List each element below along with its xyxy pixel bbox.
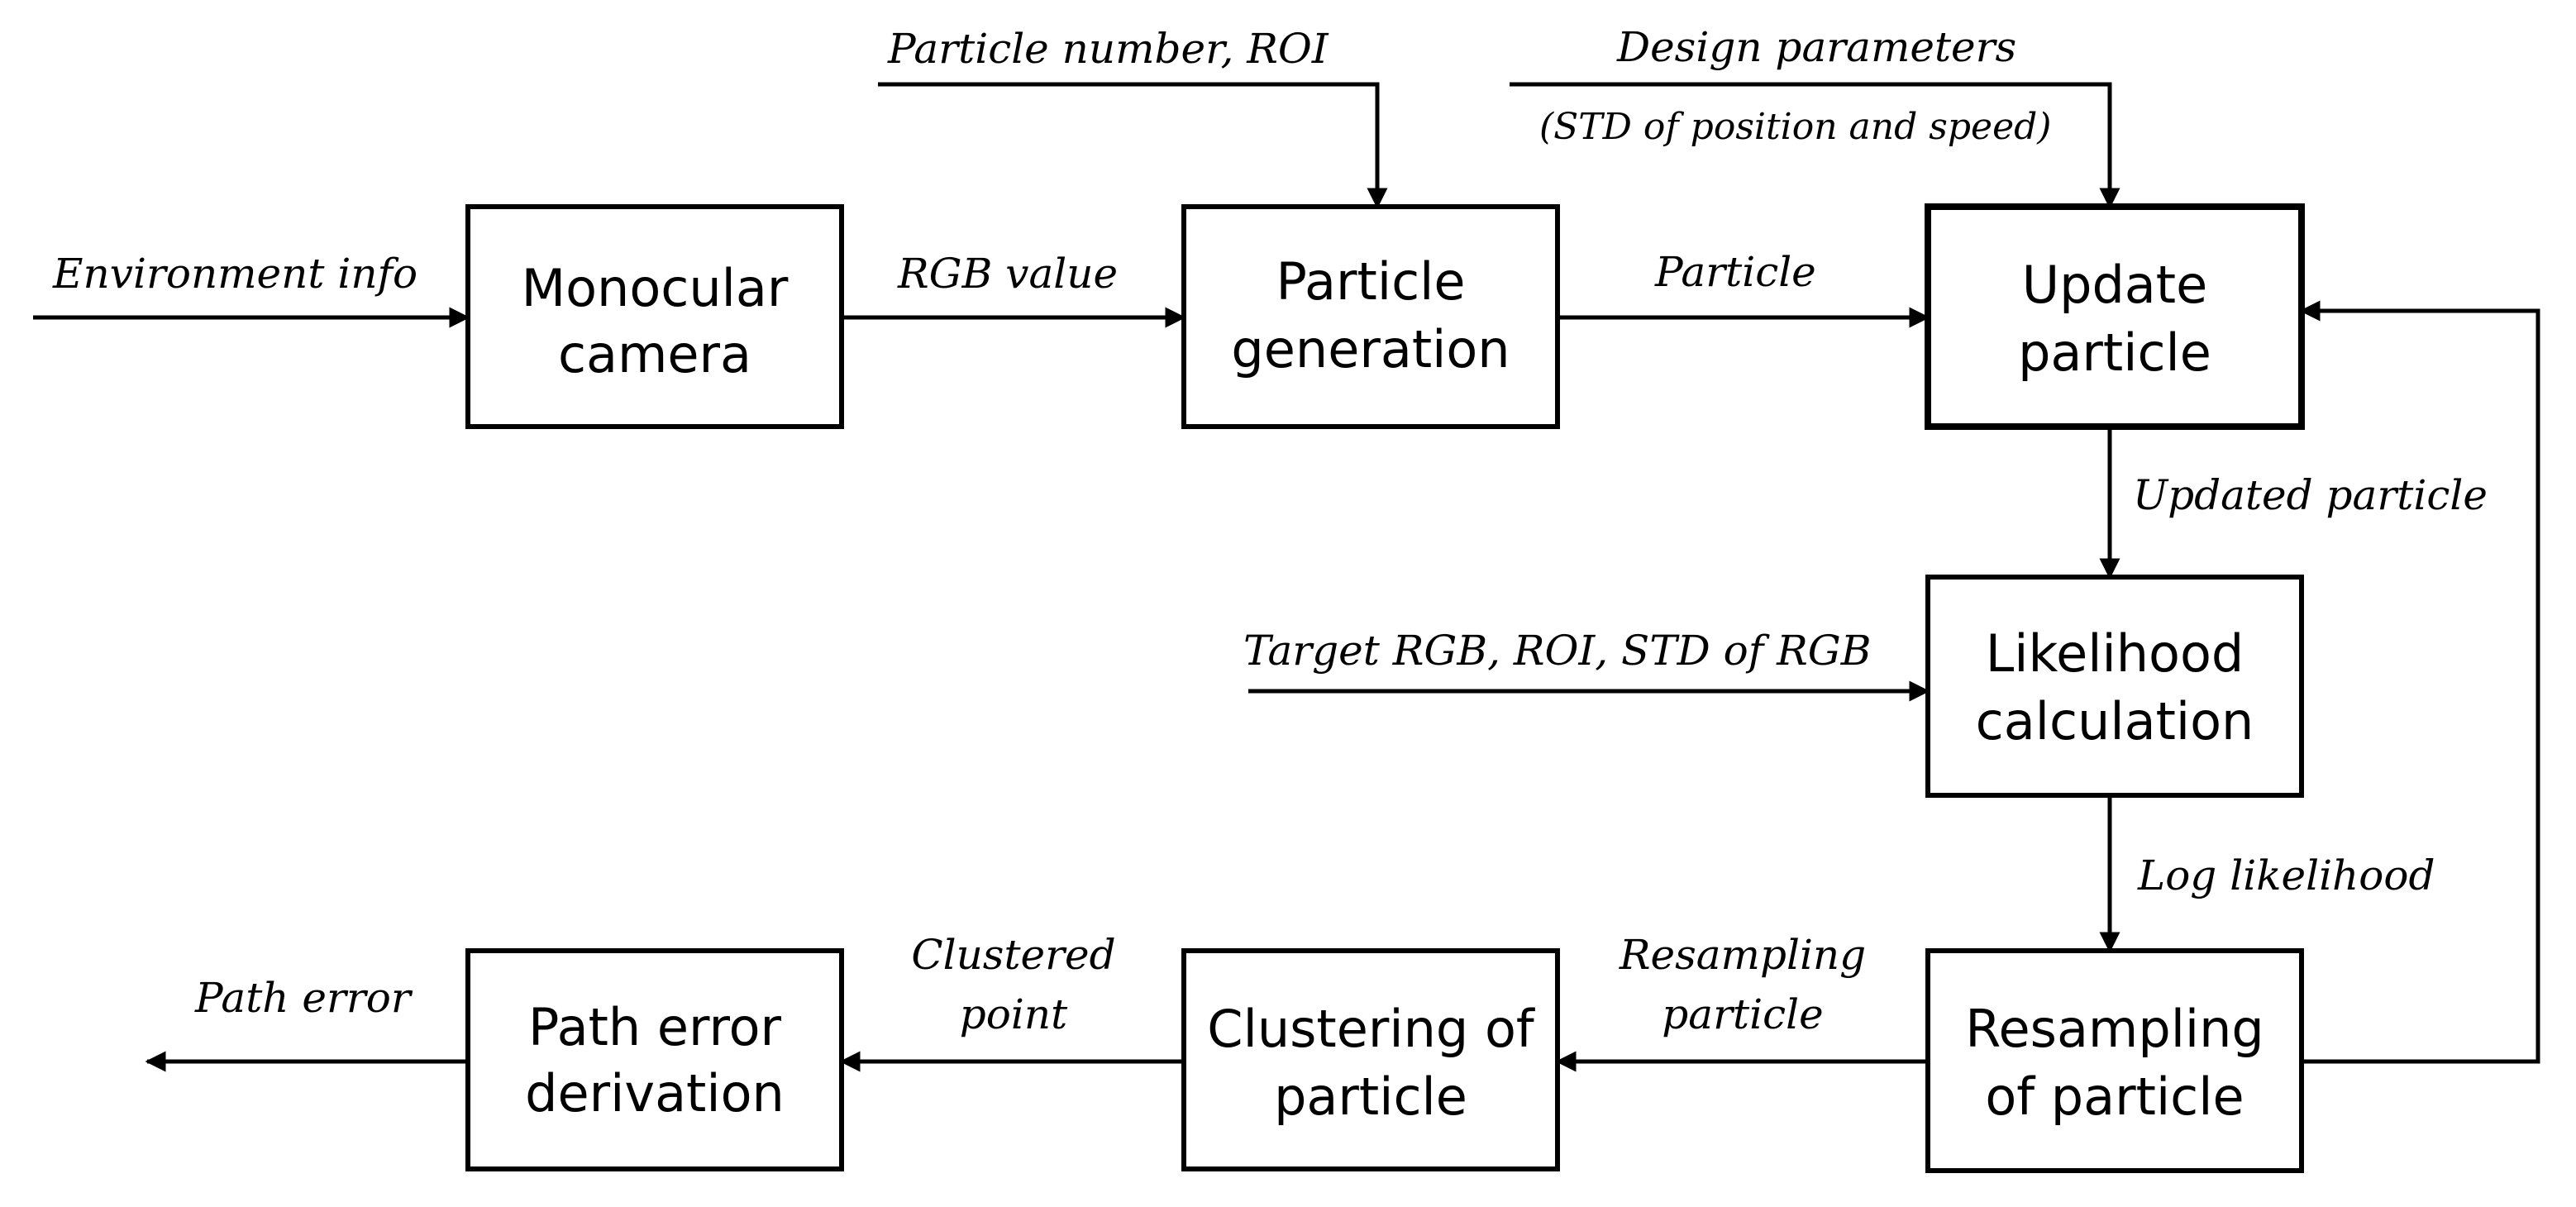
- clustering-of-particle-label-line2: particle: [1274, 1066, 1467, 1127]
- particle-number-roi-arrow: [878, 82, 1388, 209]
- path-error-derivation-label-line1: Path error: [528, 997, 782, 1057]
- likelihood-calculation-label-line2: calculation: [1976, 691, 2254, 751]
- updated-particle-label: Updated particle: [2133, 471, 2488, 519]
- path-error-label: Path error: [194, 974, 413, 1022]
- rgb-value-label: RGB value: [897, 250, 1118, 298]
- design-parameters-arrow: [1510, 82, 2120, 209]
- resampling-particle-label-line2: particle: [1662, 990, 1823, 1038]
- feedback-loop-arrow: [2299, 300, 2540, 1064]
- likelihood-calculation-label-line1: Likelihood: [1986, 623, 2244, 684]
- update-particle-box: Update particle: [1925, 203, 2305, 430]
- resampling-of-particle-label-line2: of particle: [1985, 1066, 2244, 1127]
- monocular-camera-box: Monocular camera: [465, 204, 844, 429]
- path-error-derivation-label-line2: derivation: [525, 1063, 785, 1124]
- design-parameters-detail-label: (STD of position and speed): [1539, 106, 2051, 148]
- resampling-of-particle-label-line1: Resampling: [1965, 999, 2264, 1059]
- resampling-of-particle-box: Resampling of particle: [1925, 948, 2304, 1173]
- update-particle-label-line2: particle: [2018, 322, 2211, 383]
- path-error-derivation-box: Path error derivation: [465, 948, 844, 1171]
- clustering-of-particle-label-line1: Clustering of: [1207, 999, 1536, 1059]
- target-rgb-roi-std-label: Target RGB, ROI, STD of RGB: [1243, 627, 1871, 675]
- particle-label: Particle: [1654, 248, 1816, 296]
- update-particle-label-line1: Update: [2022, 255, 2208, 315]
- design-parameters-label: Design parameters: [1616, 23, 2016, 71]
- environment-info-label: Environment info: [52, 250, 417, 298]
- particle-generation-box: Particle generation: [1181, 204, 1560, 429]
- particle-generation-label-line2: generation: [1231, 319, 1510, 379]
- particle-number-roi-label: Particle number, ROI: [887, 25, 1329, 73]
- likelihood-calculation-box: Likelihood calculation: [1925, 575, 2304, 798]
- clustered-point-label-line2: point: [960, 990, 1068, 1038]
- clustered-point-label-line1: Clustered: [911, 931, 1115, 979]
- clustering-of-particle-box: Clustering of particle: [1181, 948, 1560, 1171]
- resampling-particle-label-line1: Resampling: [1619, 931, 1866, 979]
- log-likelihood-label: Log likelihood: [2137, 852, 2435, 899]
- monocular-camera-label-line1: Monocular: [522, 258, 789, 318]
- monocular-camera-label-line2: camera: [558, 324, 751, 384]
- particle-generation-label-line1: Particle: [1276, 251, 1465, 312]
